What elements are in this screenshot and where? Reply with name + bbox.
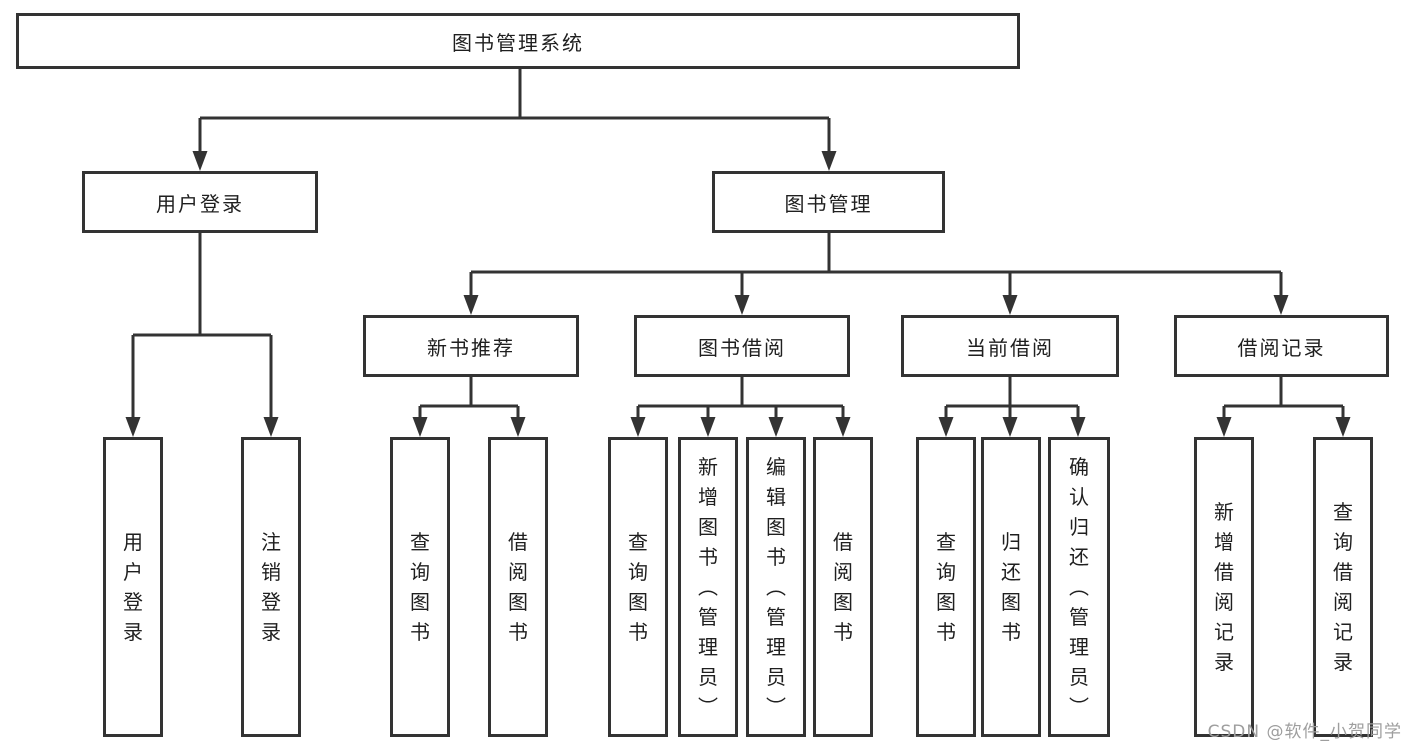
node-user-login: 用户登录 — [82, 171, 318, 233]
leaf-add-borrow-record: 新增借阅记录 — [1194, 437, 1254, 737]
leaf-user-login: 用户登录 — [103, 437, 163, 737]
leaf-borrowing-borrow-books-label: 借阅图书 — [833, 530, 853, 644]
node-root: 图书管理系统 — [16, 13, 1020, 69]
leaf-logout: 注销登录 — [241, 437, 301, 737]
leaf-confirm-return-admin-label: 确认归还︵管理员︶ — [1069, 455, 1089, 719]
leaf-edit-book-admin-label: 编辑图书︵管理员︶ — [766, 455, 786, 719]
node-new-book-recommend: 新书推荐 — [363, 315, 579, 377]
csdn-watermark: CSDN @软件_小贺同学 — [1207, 722, 1402, 742]
node-book-borrowing: 图书借阅 — [634, 315, 850, 377]
leaf-confirm-return-admin: 确认归还︵管理员︶ — [1048, 437, 1110, 737]
leaf-borrowing-borrow-books: 借阅图书 — [813, 437, 873, 737]
leaf-add-book-admin-label: 新增图书︵管理员︶ — [698, 455, 718, 719]
node-current-borrowing: 当前借阅 — [901, 315, 1119, 377]
leaf-recommend-query-books-label: 查询图书 — [410, 530, 430, 644]
leaf-user-login-label: 用户登录 — [123, 530, 143, 644]
leaf-current-query-books: 查询图书 — [916, 437, 976, 737]
node-book-management: 图书管理 — [712, 171, 945, 233]
leaf-query-borrow-record-label: 查询借阅记录 — [1333, 500, 1353, 674]
leaf-recommend-borrow-books: 借阅图书 — [488, 437, 548, 737]
leaf-recommend-query-books: 查询图书 — [390, 437, 450, 737]
leaf-return-books: 归还图书 — [981, 437, 1041, 737]
leaf-add-borrow-record-label: 新增借阅记录 — [1214, 500, 1234, 674]
leaf-borrowing-query-books-label: 查询图书 — [628, 530, 648, 644]
node-borrowing-records: 借阅记录 — [1174, 315, 1389, 377]
leaf-query-borrow-record: 查询借阅记录 — [1313, 437, 1373, 737]
leaf-edit-book-admin: 编辑图书︵管理员︶ — [746, 437, 806, 737]
leaf-logout-label: 注销登录 — [261, 530, 281, 644]
leaf-borrowing-query-books: 查询图书 — [608, 437, 668, 737]
leaf-add-book-admin: 新增图书︵管理员︶ — [678, 437, 738, 737]
leaf-current-query-books-label: 查询图书 — [936, 530, 956, 644]
leaf-recommend-borrow-books-label: 借阅图书 — [508, 530, 528, 644]
leaf-return-books-label: 归还图书 — [1001, 530, 1021, 644]
